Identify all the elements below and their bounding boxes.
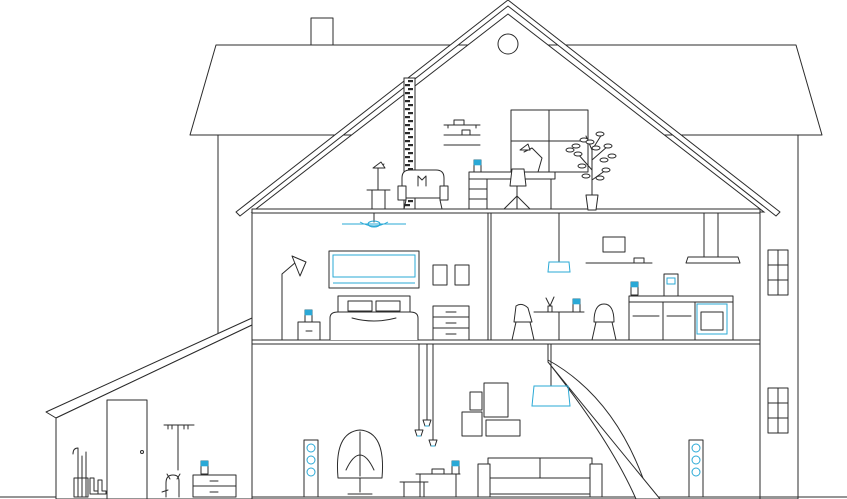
attic-armchair — [397, 169, 449, 210]
attic-office — [342, 109, 617, 228]
coffee-machine — [663, 273, 679, 297]
door-knob — [140, 450, 144, 454]
desk-lamp — [519, 143, 543, 173]
first-floor-slab — [251, 339, 761, 345]
potted-plant — [565, 131, 617, 211]
picture-gallery — [461, 382, 521, 437]
smart-speaker — [473, 159, 482, 173]
bedroom — [271, 250, 470, 341]
bedroom-window — [328, 250, 420, 289]
coat-rack — [163, 424, 195, 471]
interior-wall — [487, 212, 492, 341]
living-room — [303, 343, 704, 499]
hanging-bulbs — [414, 343, 438, 447]
attic-side-table — [366, 161, 391, 210]
smart-speaker — [304, 309, 313, 323]
pendant-lamp-dining — [547, 212, 571, 273]
smart-speaker — [630, 281, 639, 296]
garage-dresser — [192, 474, 237, 498]
picture-frame — [602, 236, 626, 253]
kitchen-dining — [511, 212, 741, 341]
smart-speaker — [200, 460, 209, 475]
smart-speaker — [451, 460, 460, 475]
smart-speaker — [572, 298, 581, 313]
umbrella-stand — [72, 447, 107, 498]
dining-chair-left — [511, 303, 535, 341]
kitchen-counter — [628, 295, 734, 341]
dining-table — [533, 296, 585, 341]
egg-chair — [336, 429, 384, 495]
dining-chair-right — [591, 303, 617, 341]
bed — [329, 295, 419, 340]
picture-frame — [432, 264, 448, 286]
wall-shelves — [443, 119, 481, 146]
bedroom-dresser — [432, 305, 470, 341]
garage-door — [106, 399, 148, 499]
side-window-upper — [767, 249, 789, 296]
dog-figure — [161, 473, 181, 498]
bedroom-floor-lamp — [271, 255, 307, 341]
side-window-lower — [767, 387, 789, 434]
floor-speaker-right — [688, 439, 704, 498]
floor-speaker-left — [303, 439, 319, 498]
attic-window — [510, 109, 589, 173]
section-frame — [251, 211, 761, 499]
coffee-table — [399, 468, 461, 498]
back-chimney — [310, 17, 334, 46]
picture-frame — [454, 264, 470, 286]
ceiling-fan — [342, 212, 406, 228]
garage — [45, 317, 253, 499]
attic-floor-slab — [251, 208, 761, 214]
nightstand — [297, 321, 321, 341]
range-hood — [685, 212, 741, 264]
front-gable-roof — [235, 0, 781, 217]
brick-chimney — [403, 77, 416, 210]
round-attic-window — [497, 33, 519, 55]
sofa — [477, 457, 603, 498]
pendant-lamp-living — [531, 343, 571, 407]
office-chair — [503, 168, 531, 210]
